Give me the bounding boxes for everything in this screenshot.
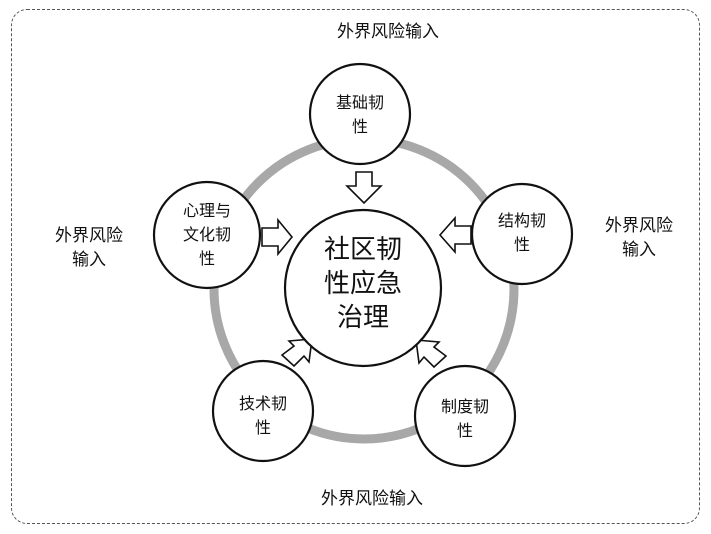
arrow-from-psych-cultural: [261, 217, 294, 257]
foundation-label-line-2: 性: [352, 117, 368, 136]
external-input-top-text: 外界风险输入: [337, 22, 439, 42]
arrow-from-structural: [438, 215, 472, 255]
diagram-frame: [11, 9, 700, 524]
technical-label-line-2: 性: [255, 418, 271, 437]
center-node: 社区韧 性应急 治理: [283, 208, 443, 368]
external-input-left-line-2: 输入: [72, 250, 106, 270]
foundation-label-line-1: 基础韧: [336, 93, 384, 112]
center-label-line-3: 治理: [337, 303, 389, 333]
arrows: [261, 171, 472, 369]
arrow-from-technical: [280, 338, 313, 368]
technical-label-line-1: 技术韧: [239, 394, 287, 413]
external-input-right-line-1: 外界风险: [605, 216, 673, 236]
arrow-from-foundation: [345, 171, 383, 205]
center-label-line-2: 性应急: [324, 269, 402, 299]
node-psych-cultural: 心理与 文化韧 性: [152, 180, 262, 290]
external-input-bottom: 外界风险输入: [282, 487, 462, 511]
external-input-top: 外界风险输入: [298, 20, 478, 44]
external-input-right: 外界风险 输入: [584, 214, 694, 262]
institutional-label-line-2: 性: [457, 421, 473, 440]
node-structural: 结构韧 性: [470, 182, 574, 286]
institutional-label-line-1: 制度韧: [441, 397, 489, 416]
node-technical: 技术韧 性: [211, 359, 315, 463]
arrow-from-institutional: [415, 339, 448, 369]
external-input-bottom-text: 外界风险输入: [321, 489, 423, 509]
external-input-right-line-2: 输入: [622, 240, 656, 260]
external-input-left-line-1: 外界风险: [55, 226, 123, 246]
node-institutional: 制度韧 性: [413, 364, 517, 468]
structural-label-line-1: 结构韧: [498, 211, 546, 230]
structural-label-line-2: 性: [514, 235, 530, 254]
psych-cultural-label-line-2: 文化韧: [183, 225, 231, 244]
external-input-left: 外界风险 输入: [34, 224, 144, 272]
node-foundation: 基础韧 性: [308, 62, 412, 166]
center-label-line-1: 社区韧: [324, 235, 402, 265]
psych-cultural-label-line-3: 性: [199, 249, 215, 268]
psych-cultural-label-line-1: 心理与: [183, 201, 231, 220]
